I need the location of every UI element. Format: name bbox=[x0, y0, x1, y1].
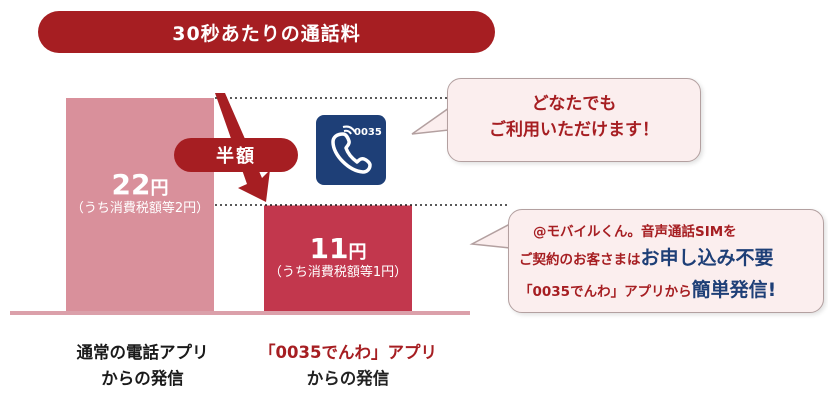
half-price-badge: 半額 bbox=[174, 138, 298, 172]
bar-0035-tax-note: （うち消費税額等1円） bbox=[268, 264, 408, 280]
bubble2-line2-prefix: ご契約のお客さまは bbox=[519, 252, 641, 269]
caption-right-line1: 「0035でんわ」アプリ bbox=[259, 343, 437, 362]
caption-0035-call: 「0035でんわ」アプリ からの発信 bbox=[248, 340, 448, 391]
bar-regular-tax-note: （うち消費税額等2円） bbox=[70, 200, 210, 216]
phone-handset-icon: 0035 bbox=[331, 125, 382, 174]
bar-0035-label: 11円 （うち消費税額等1円） bbox=[264, 232, 412, 280]
bubble2-line3-suffix: ! bbox=[767, 278, 777, 301]
bar-0035-unit: 円 bbox=[348, 242, 367, 263]
app-icon-label: 0035 bbox=[354, 127, 382, 138]
bubble1-line1: どなたでも bbox=[531, 94, 617, 114]
bar-regular-label: 22円 （うち消費税額等2円） bbox=[66, 168, 214, 216]
bubble2-line1: @モバイルくん。音声通話SIMを bbox=[533, 224, 737, 240]
bubble1-line2: ご利用いただけます！ bbox=[489, 119, 659, 140]
caption-right-line2: からの発信 bbox=[306, 368, 390, 388]
half-price-label: 半額 bbox=[216, 146, 256, 167]
bubble2-line3-highlight: 簡単発信 bbox=[691, 278, 768, 301]
speech-bubble-no-signup: @モバイルくん。音声通話SIMを ご契約のお客さまはお申し込み不要 「0035で… bbox=[508, 209, 824, 313]
chart-title-banner: 30秒あたりの通話料 bbox=[38, 11, 495, 53]
caption-left-line2: からの発信 bbox=[101, 368, 184, 388]
speech-bubble-anyone: どなたでも ご利用いただけます！ bbox=[447, 78, 701, 162]
bar-0035-value: 11 bbox=[309, 232, 349, 265]
bar-regular-call bbox=[66, 98, 214, 313]
bubble2-line2-highlight: お申し込み不要 bbox=[640, 247, 774, 270]
app-icon-0035: 0035 bbox=[316, 115, 386, 185]
caption-regular-call: 通常の電話アプリ からの発信 bbox=[35, 340, 250, 391]
bar-regular-unit: 円 bbox=[150, 178, 169, 199]
bubble2-line3-prefix: 「0035でんわ」アプリから bbox=[519, 283, 692, 300]
bar-regular-value: 22 bbox=[111, 168, 151, 201]
bar-0035-call bbox=[264, 205, 412, 313]
caption-left-line1: 通常の電話アプリ bbox=[76, 343, 209, 362]
chart-title: 30秒あたりの通話料 bbox=[172, 22, 361, 45]
